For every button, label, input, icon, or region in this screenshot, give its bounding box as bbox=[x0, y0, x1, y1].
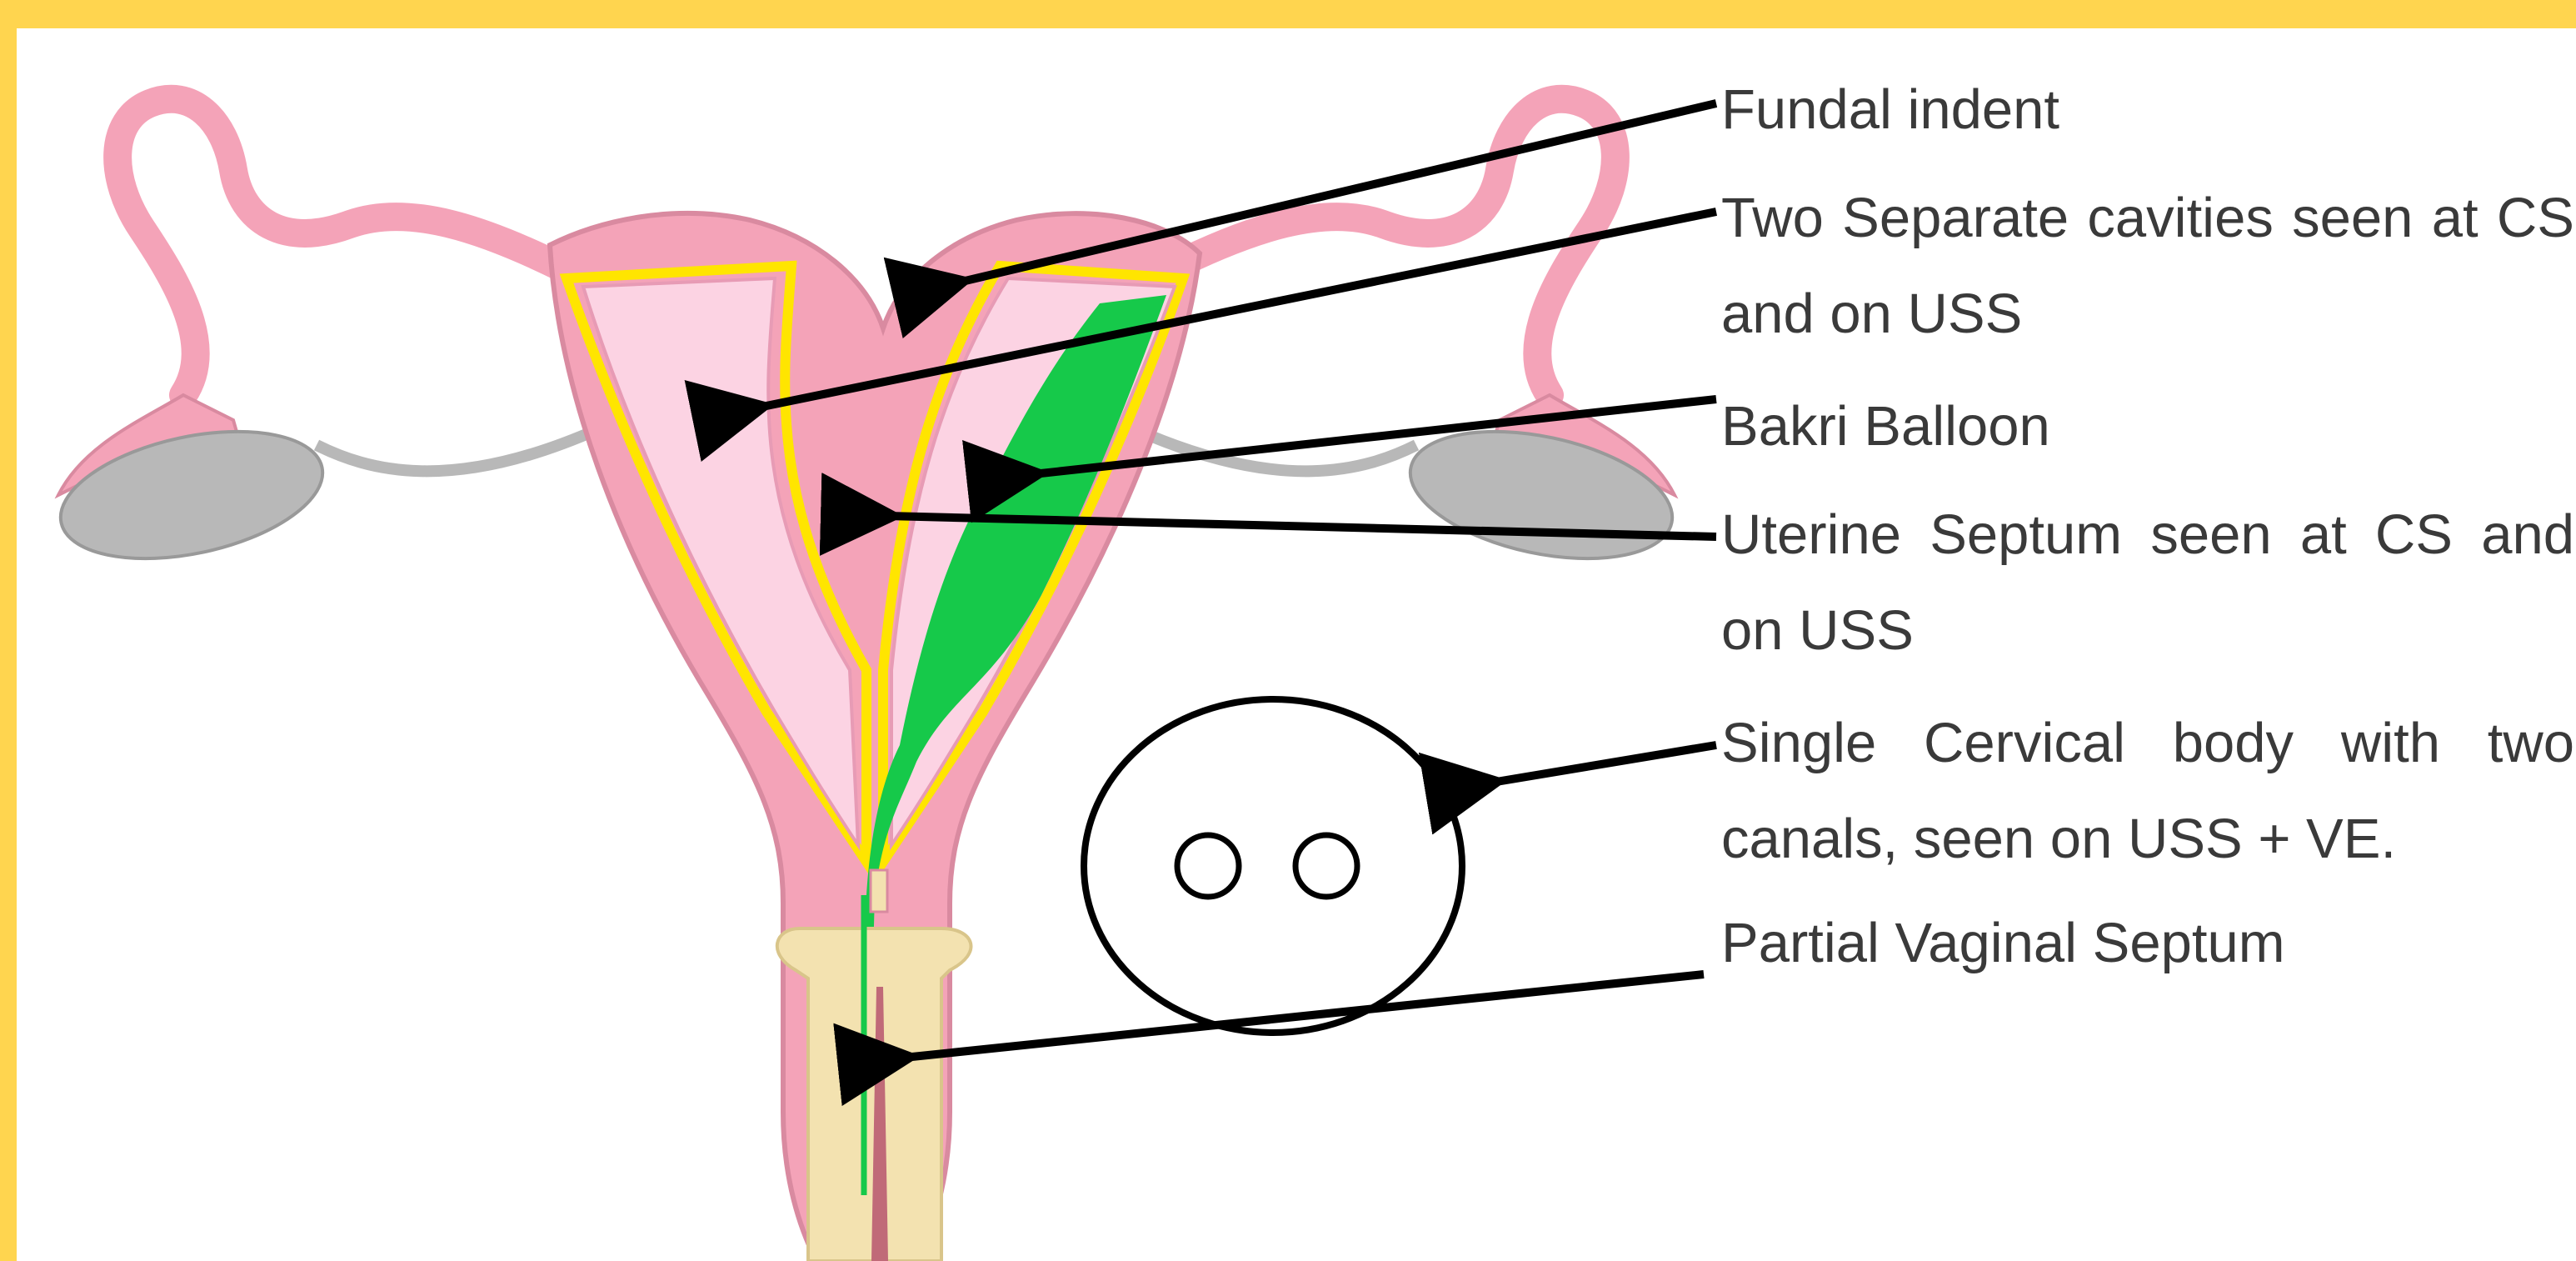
label-fundal-indent: Fundal indent bbox=[1721, 62, 2574, 158]
arrow-cervical-body bbox=[1491, 745, 1716, 783]
label-cervical-body: Single Cervical body with two canals, se… bbox=[1721, 695, 2574, 887]
label-vaginal-septum: Partial Vaginal Septum bbox=[1721, 895, 2574, 991]
right-cervical-canal bbox=[1295, 835, 1357, 897]
label-uterine-septum: Uterine Septum seen at CS and on USS bbox=[1721, 487, 2574, 678]
cervix-cross-section bbox=[1084, 699, 1462, 1033]
left-ovarian-ligament bbox=[317, 428, 600, 471]
label-bakri-balloon: Bakri Balloon bbox=[1721, 378, 2574, 474]
right-ovary bbox=[1399, 410, 1684, 579]
label-two-cavities: Two Separate cavities seen at CS and on … bbox=[1721, 170, 2574, 362]
left-cervical-canal bbox=[1177, 835, 1239, 897]
left-ovary bbox=[49, 410, 334, 579]
diagram-frame: Fundal indent Two Separate cavities seen… bbox=[17, 28, 2576, 1261]
cervical-os bbox=[871, 870, 887, 912]
